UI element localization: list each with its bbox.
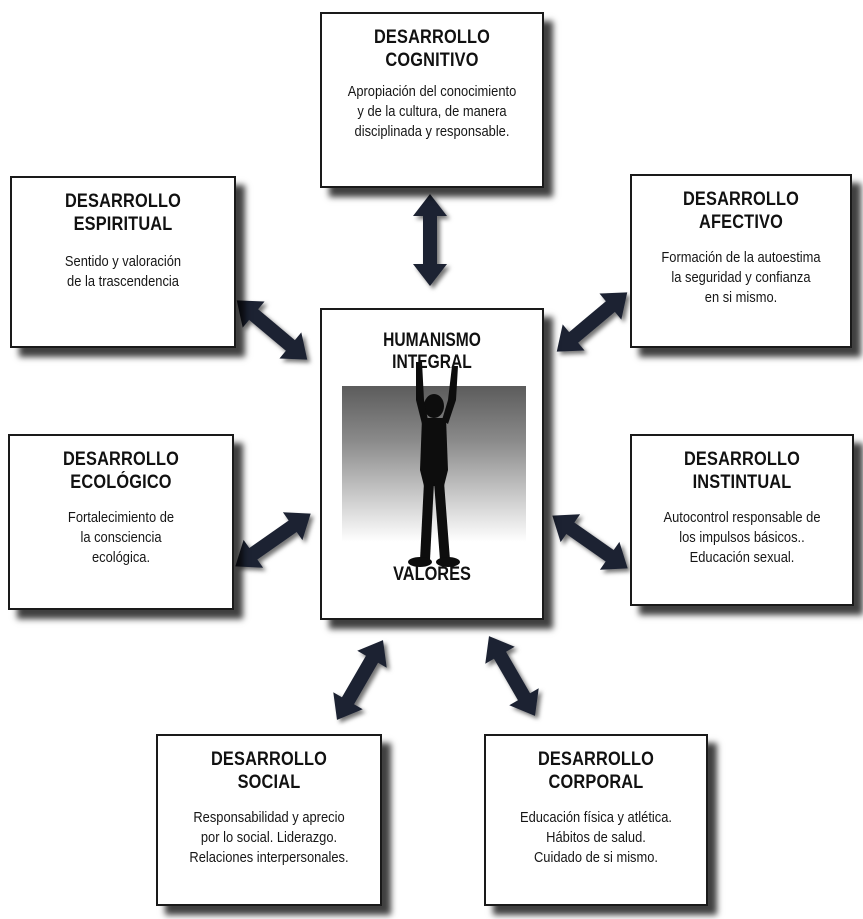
box-title-line2: CORPORAL <box>548 772 644 793</box>
box-title-line1: DESARROLLO <box>682 189 800 210</box>
arrow-cognitivo <box>413 194 447 286</box>
box-title-line1: DESARROLLO <box>62 449 180 470</box>
box-desc-line: Relaciones interpersonales. <box>189 849 349 866</box>
box-title-line1: DESARROLLO <box>537 749 655 770</box>
center-title: HUMANISMO INTEGRAL <box>383 330 481 373</box>
box-desc-line: ecológica. <box>91 549 151 566</box>
box-title-line2: ESPIRITUAL <box>73 214 173 235</box>
box-desc-line: Formación de la autoestima <box>661 249 821 266</box>
box-desc-line: la consciencia <box>80 529 162 546</box>
box-title-line1: DESARROLLO <box>210 749 328 770</box>
box-desc-line: disciplinada y responsable. <box>354 123 510 140</box>
arrow-instintual <box>552 514 628 570</box>
box-title-line2: ECOLÓGICO <box>70 472 172 493</box>
box-title-line2: SOCIAL <box>237 772 301 793</box>
box-desarrollo-social: DESARROLLO SOCIAL Responsabilidad y apre… <box>156 734 382 906</box>
box-desc-line: Sentido y valoración <box>64 253 182 270</box>
arrow-social <box>333 640 387 720</box>
box-title-line1: DESARROLLO <box>683 449 801 470</box>
box-desarrollo-cognitivo: DESARROLLO COGNITIVO Apropiación del con… <box>320 12 544 188</box>
box-title-line2: COGNITIVO <box>385 50 479 71</box>
box-desc-line: Educación física y atlética. <box>519 809 673 826</box>
box-desc-line: los impulsos básicos.. <box>679 529 805 546</box>
box-desc-line: Educación sexual. <box>689 549 795 566</box>
arrow-ecologico <box>235 512 311 568</box>
box-desarrollo-espiritual: DESARROLLO ESPIRITUAL Sentido y valoraci… <box>10 176 236 348</box>
arrow-espiritual <box>236 300 308 360</box>
box-desc-line: Fortalecimiento de <box>67 509 175 526</box>
box-desarrollo-instintual: DESARROLLO INSTINTUAL Autocontrol respon… <box>630 434 854 606</box>
box-desc-line: Responsabilidad y aprecio <box>193 809 345 826</box>
arrow-corporal <box>485 636 539 716</box>
box-desc-line: por lo social. Liderazgo. <box>200 829 338 846</box>
box-desc-line: Cuidado de si mismo. <box>533 849 659 866</box>
box-desc-line: y de la cultura, de manera <box>357 103 507 120</box>
box-title-line1: DESARROLLO <box>373 27 491 48</box>
box-desc-line: la seguridad y confianza <box>671 269 811 286</box>
box-title-line2: AFECTIVO <box>698 212 783 233</box>
box-desc-line: de la trascendencia <box>67 273 179 290</box>
box-desarrollo-ecologico: DESARROLLO ECOLÓGICO Fortalecimiento de … <box>8 434 234 610</box>
box-title-line1: DESARROLLO <box>64 191 182 212</box>
box-title-line2: INSTINTUAL <box>692 472 792 493</box>
box-desc-line: Autocontrol responsable de <box>663 509 821 526</box>
center-box-humanismo: HUMANISMO INTEGRAL VALORES <box>320 308 544 620</box>
person-arms-raised-icon <box>408 362 460 567</box>
center-bottom-label: VALORES <box>393 564 471 585</box>
arrow-afectivo <box>556 292 628 352</box>
box-desc-line: Apropiación del conocimiento <box>347 83 517 100</box>
box-desc-line: en si mismo. <box>704 289 778 306</box>
box-desarrollo-corporal: DESARROLLO CORPORAL Educación física y a… <box>484 734 708 906</box>
box-desc-line: Hábitos de salud. <box>546 829 646 846</box>
box-desarrollo-afectivo: DESARROLLO AFECTIVO Formación de la auto… <box>630 174 852 348</box>
